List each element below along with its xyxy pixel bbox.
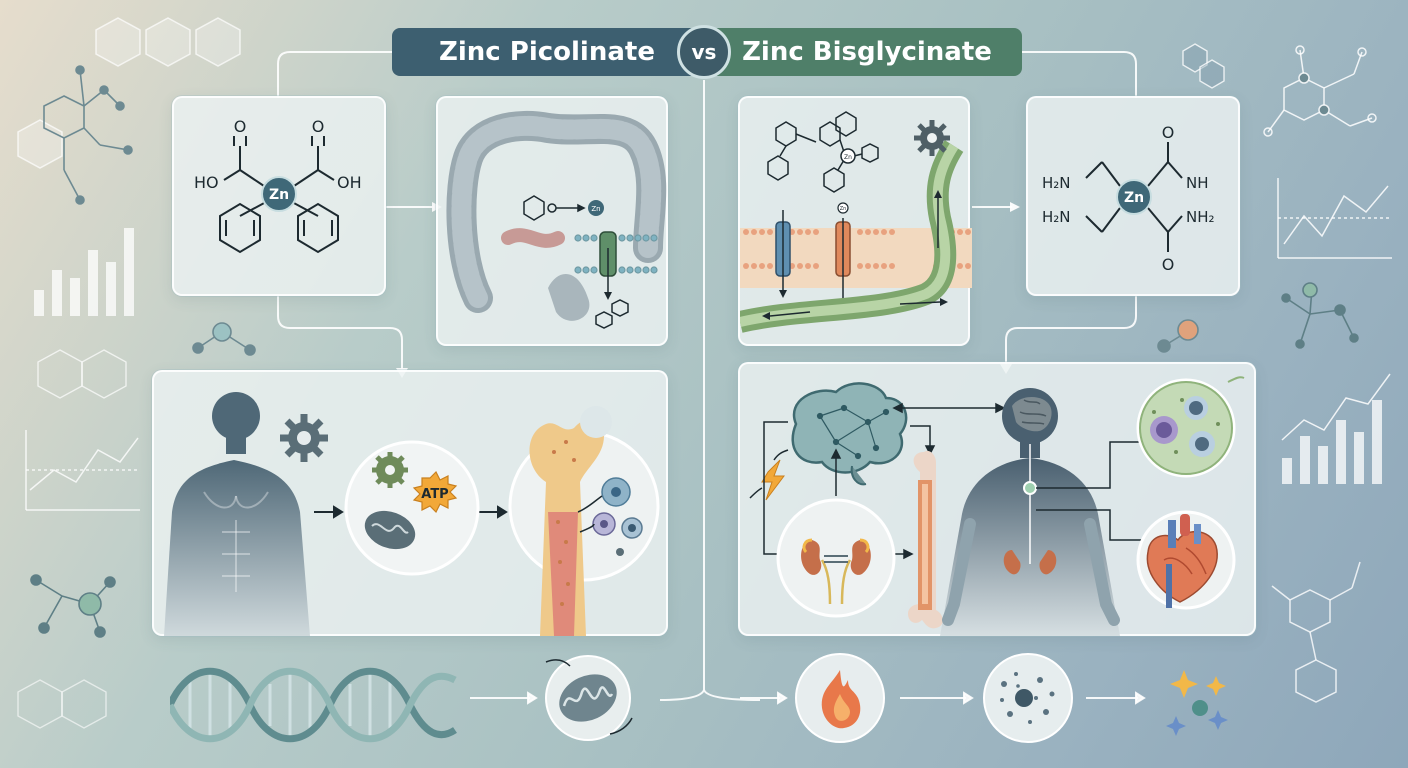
arrow-icon <box>314 505 508 519</box>
gear-icon <box>280 414 328 462</box>
oxygen-label: O <box>234 117 247 136</box>
kidney-icon <box>1003 550 1057 575</box>
picolinate-molecule-icon: Zn O O HO OH <box>194 117 362 254</box>
hexagon-pattern-icon <box>1182 43 1225 89</box>
zn-center-label: Zn <box>1124 190 1144 206</box>
picolinate-molecule-icon <box>523 195 629 329</box>
flame-icon <box>795 653 885 743</box>
molecule-icon <box>1281 282 1359 349</box>
picolinate-absorption-panel: Zn <box>436 96 668 346</box>
line-chart-icon <box>1277 178 1392 259</box>
bone-icon <box>508 406 660 636</box>
header-connector <box>277 51 1137 370</box>
picolinate-body-panel: ATP <box>152 370 668 636</box>
bar-chart-icon <box>34 228 134 316</box>
immune-cells-icon <box>1136 376 1245 478</box>
hydroxyl-right-label: OH <box>337 173 362 192</box>
molecule-icon <box>30 574 116 638</box>
zn-ion-label: Zn <box>844 154 852 161</box>
membrane-channel-icon <box>775 210 851 308</box>
zn-center-label: Zn <box>269 187 289 203</box>
muscular-body-icon <box>164 392 310 636</box>
title-picolinate: Zinc Picolinate <box>392 28 702 76</box>
membrane-transport-illustration: Zn Zn <box>740 111 972 333</box>
arrow-icon <box>740 691 1146 705</box>
molecule-icon <box>43 65 133 205</box>
bisglycinate-structure-panel: Zn O O H₂N H₂N NH NH₂ <box>1026 96 1240 296</box>
dna-helix-icon <box>170 667 457 743</box>
membrane-channel-icon <box>574 231 658 300</box>
particle-cell-icon <box>983 653 1073 743</box>
hexagon-pattern-icon <box>37 349 127 399</box>
bisglycinate-cellular-row <box>740 653 1228 743</box>
molecule-icon <box>1157 319 1199 353</box>
sparkle-icon <box>1166 670 1228 736</box>
bisglycinate-molecule-icon: Zn O O H₂N H₂N NH NH₂ <box>1042 123 1215 274</box>
zn-ion-label: Zn <box>591 205 600 213</box>
molecule-icon <box>1263 45 1377 137</box>
bisglycinate-body-illustration <box>749 376 1245 636</box>
line-chart-icon <box>25 430 140 511</box>
brain-icon <box>791 382 908 486</box>
zn-ion-label: Zn <box>840 206 847 212</box>
amide-top-label: NH <box>1186 174 1209 192</box>
title-bar: Zinc Picolinate Zinc Bisglycinate vs <box>392 25 1022 79</box>
trend-line-icon <box>1281 373 1391 441</box>
oxygen-label: O <box>1162 255 1175 274</box>
mitochondria-icon <box>545 655 633 741</box>
atp-label: ATP <box>421 487 448 502</box>
connector-arrow <box>763 402 1006 560</box>
hexagon-pattern-icon <box>17 679 107 729</box>
heart-icon <box>1136 510 1236 610</box>
picolinate-body-illustration: ATP <box>164 392 660 636</box>
intestine-icon <box>446 110 667 321</box>
bisglycinate-absorption-panel: Zn Zn <box>738 96 972 346</box>
bone-cell-icon <box>592 477 643 556</box>
amide-bottom-label: NH₂ <box>1186 208 1215 226</box>
arrow-icon <box>470 691 538 705</box>
bisglycinate-body-panel <box>738 362 1256 636</box>
picolinate-structure-panel: Zn O O HO OH <box>172 96 386 296</box>
molecule-icon <box>1271 561 1361 703</box>
bar-chart-icon <box>1282 400 1382 484</box>
mitochondria-energy-icon: ATP <box>344 440 480 576</box>
blood-vessel-icon <box>740 140 964 333</box>
title-bisglycinate: Zinc Bisglycinate <box>712 28 1022 76</box>
picolinate-cellular-row <box>170 655 633 743</box>
human-silhouette-icon <box>940 388 1120 636</box>
vs-badge: vs <box>677 25 731 79</box>
bone-icon <box>908 450 943 629</box>
lightning-icon <box>749 449 789 501</box>
oxygen-label: O <box>312 117 325 136</box>
hydroxyl-left-label: HO <box>194 173 219 192</box>
divider-line <box>659 80 761 701</box>
amine-bottom-label: H₂N <box>1042 208 1071 226</box>
bisglycinate-molecule-icon <box>767 111 879 193</box>
intestine-illustration: Zn <box>446 110 667 329</box>
gear-icon <box>914 120 950 156</box>
amine-top-label: H₂N <box>1042 174 1071 192</box>
molecule-icon <box>192 322 256 356</box>
kidney-icon <box>776 498 896 618</box>
oxygen-label: O <box>1162 123 1175 142</box>
connector-line <box>1036 441 1144 541</box>
